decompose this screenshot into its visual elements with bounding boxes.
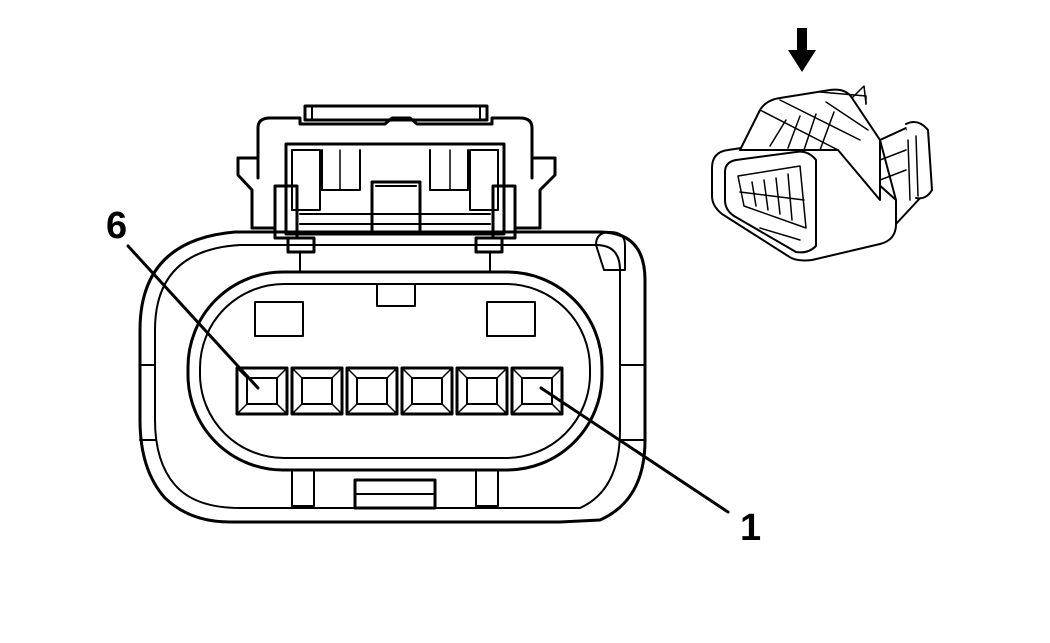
outer-shell [138,230,647,524]
label-pin-1: 1 [740,507,761,549]
down-arrow-icon [788,28,816,72]
label-pin-6: 6 [106,205,127,247]
terminal-cavity [186,270,604,472]
terminal-pin-2 [455,366,509,416]
connector-isometric-view [711,28,933,262]
latch-housing [236,104,557,271]
terminal-pin-6 [235,366,289,416]
terminal-pin-1 [510,366,564,416]
connector-face-view: 6 1 [106,104,761,549]
leader-line-pin-6 [126,244,260,390]
pin-row [235,366,564,416]
terminal-pin-3 [400,366,454,416]
leader-line-pin-1 [539,386,730,514]
terminal-pin-5 [290,366,344,416]
terminal-pin-4 [345,366,399,416]
